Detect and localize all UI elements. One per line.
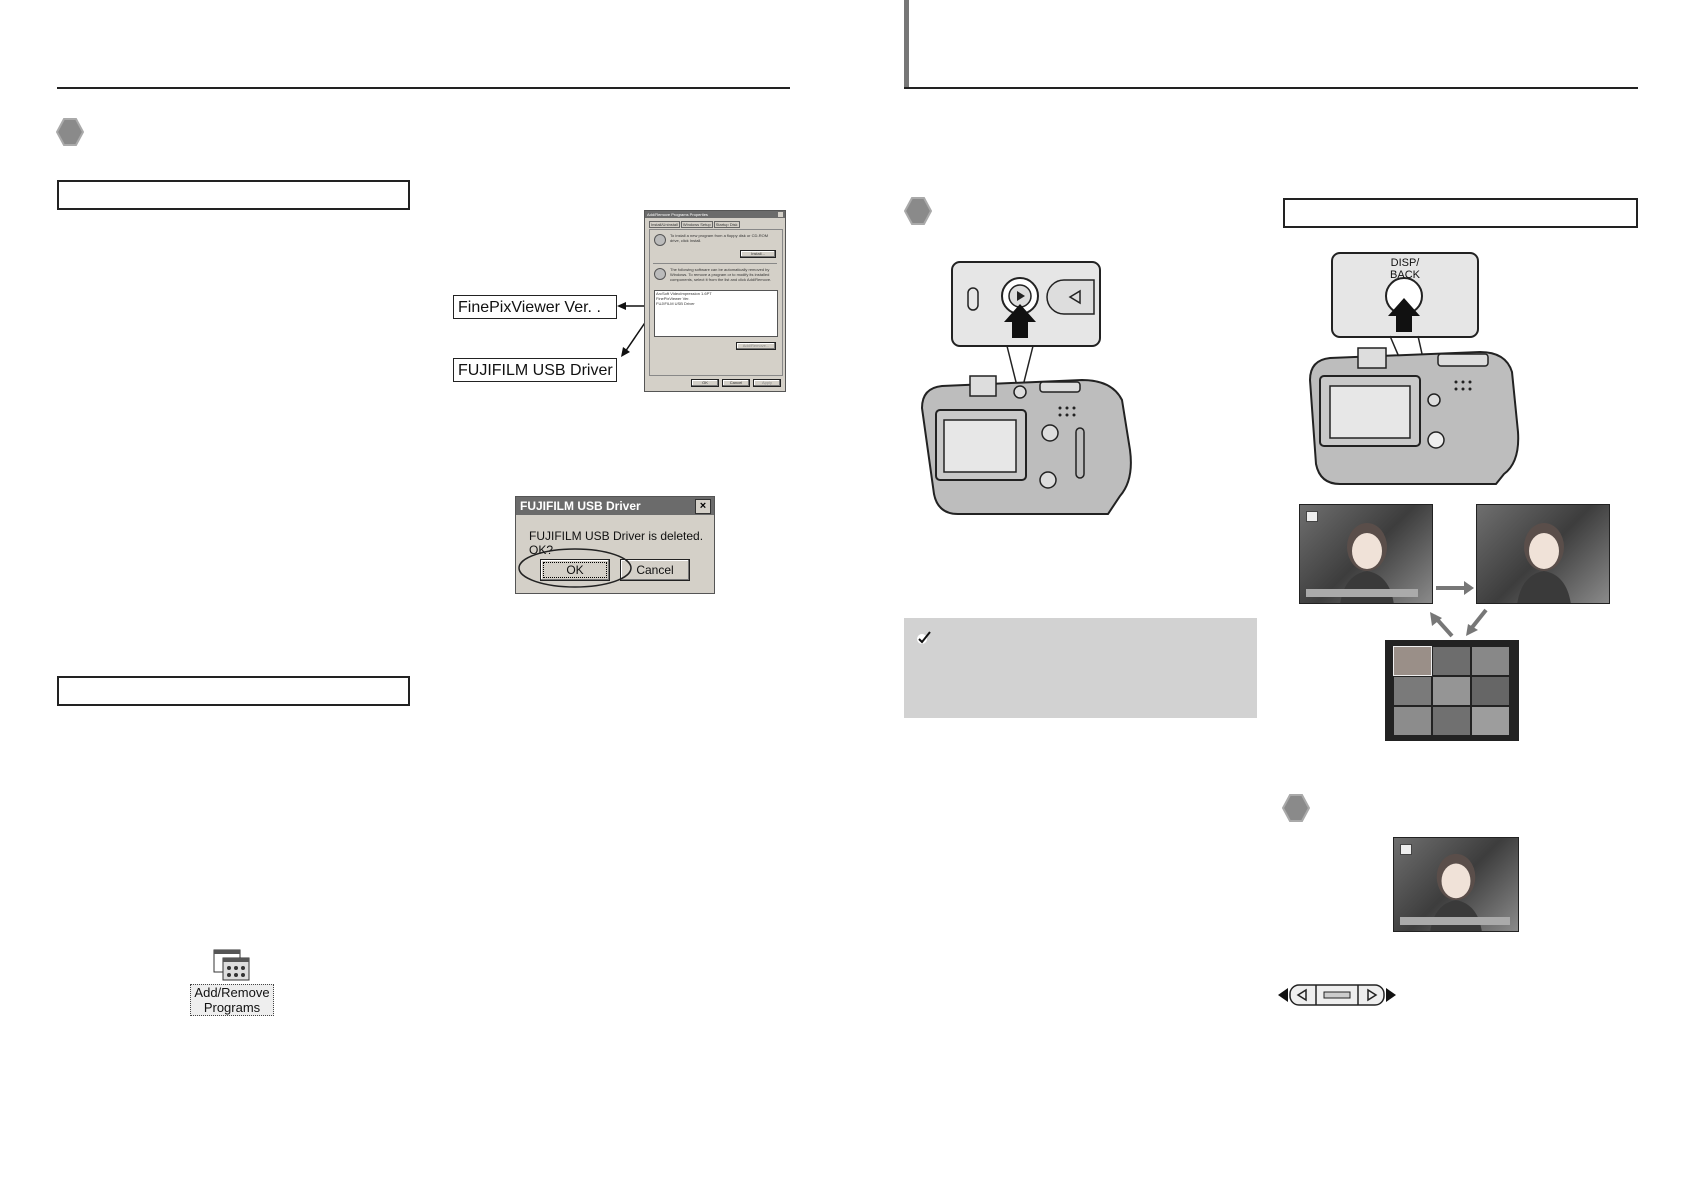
thumbnail (1394, 677, 1431, 705)
left-right-buttons-icon (1278, 984, 1396, 1006)
photo-with-info-display (1299, 504, 1433, 604)
thumbnail (1393, 646, 1432, 676)
usb-driver-callout: FUJIFILM USB Driver (453, 358, 617, 382)
thumbnail-grid-display (1385, 640, 1519, 741)
ok-highlight-ellipse (518, 548, 632, 588)
disp-back-label-line1: DISP/ (1390, 257, 1420, 269)
tab-startup-disk[interactable]: Startup Disk (713, 221, 740, 228)
thumbnail (1394, 707, 1431, 735)
confirm-ok-button[interactable]: OK (540, 559, 610, 581)
info-bar (1400, 917, 1510, 925)
photo-single-frame (1393, 837, 1519, 932)
install-disk-icon (654, 234, 666, 246)
camera-playback-button-illustration (920, 261, 1132, 515)
usb-driver-confirm-dialog: FUJIFILM USB Driver × FUJIFILM USB Drive… (515, 496, 715, 594)
desktop-icon-label-line2: Programs (203, 1000, 261, 1015)
section-heading-box-3 (1283, 198, 1638, 228)
section-heading-box-1 (57, 180, 410, 210)
disp-back-label: DISP/ BACK (1370, 257, 1440, 281)
left-header-rule (57, 87, 790, 89)
properties-cancel-button[interactable]: Cancel (722, 379, 750, 387)
tab-windows-setup[interactable]: Windows Setup (680, 221, 713, 228)
addremove-button[interactable]: Add/Remove... (736, 342, 776, 350)
thumbnail (1472, 707, 1509, 735)
portrait-figure (1517, 523, 1571, 603)
finepix-callout: FinePixViewer Ver. . (453, 295, 617, 319)
properties-title: Add/Remove Programs Properties (647, 212, 708, 217)
close-icon[interactable]: × (695, 499, 711, 514)
add-remove-properties-window: Add/Remove Programs Properties Install/U… (644, 210, 786, 392)
info-bar (1306, 589, 1418, 597)
list-item[interactable]: FinePixViewer Ver. (656, 296, 690, 301)
right-header-rule (904, 87, 1638, 89)
list-item[interactable]: FUJIFILM USB Driver (656, 301, 695, 306)
control-panel-window-icon (213, 949, 250, 981)
thumbnail-grid (1393, 646, 1510, 735)
playback-mode-icon (1400, 844, 1412, 855)
disp-back-label-line2: BACK (1390, 269, 1420, 281)
playback-mode-icon (1306, 511, 1318, 522)
program-list[interactable]: ArcSoft VideoImpression 1.6PT FinePixVie… (654, 290, 778, 337)
properties-tabs: Install/Uninstall Windows Setup Startup … (649, 221, 740, 228)
photo-no-info-display (1476, 504, 1610, 604)
note-box (904, 618, 1257, 718)
thumbnail (1433, 647, 1470, 675)
properties-panel: To install a new program from a floppy d… (649, 229, 783, 376)
thumbnail (1433, 677, 1470, 705)
desktop-icon-label-line1: Add/Remove (194, 985, 270, 1000)
confirm-cancel-button[interactable]: Cancel (620, 559, 690, 581)
section-hexagon-icon (56, 118, 84, 146)
thumbnail (1472, 677, 1509, 705)
confirm-title: FUJIFILM USB Driver (520, 499, 641, 513)
remove-text: The following software can be automatica… (670, 267, 772, 282)
page-gutter-bar (904, 0, 909, 88)
section-heading-box-2 (57, 676, 410, 706)
add-remove-programs-desktop-icon[interactable]: Add/Remove Programs (190, 948, 274, 1020)
confirm-titlebar: FUJIFILM USB Driver × (516, 497, 714, 515)
thumbnail (1472, 647, 1509, 675)
desktop-icon-label: Add/Remove Programs (190, 984, 274, 1016)
tab-install-uninstall[interactable]: Install/Uninstall (649, 221, 680, 228)
section-hexagon-icon (904, 197, 932, 225)
confirm-message: FUJIFILM USB Driver is deleted. OK? (529, 529, 704, 557)
camera-disp-back-illustration (1308, 252, 1520, 485)
section-hexagon-icon (1282, 794, 1310, 822)
thumbnail (1433, 707, 1470, 735)
uninstall-cd-icon (654, 268, 666, 280)
list-item[interactable]: ArcSoft VideoImpression 1.6PT (656, 291, 712, 296)
properties-ok-button[interactable]: OK (691, 379, 719, 387)
install-text: To install a new program from a floppy d… (670, 233, 769, 243)
checkmark-icon (917, 631, 931, 644)
properties-close-icon[interactable] (778, 212, 783, 217)
mode-cycle-arrows (1430, 581, 1488, 638)
properties-apply-button[interactable]: Apply (753, 379, 781, 387)
properties-titlebar: Add/Remove Programs Properties (645, 211, 785, 218)
install-button[interactable]: Install... (740, 250, 776, 258)
